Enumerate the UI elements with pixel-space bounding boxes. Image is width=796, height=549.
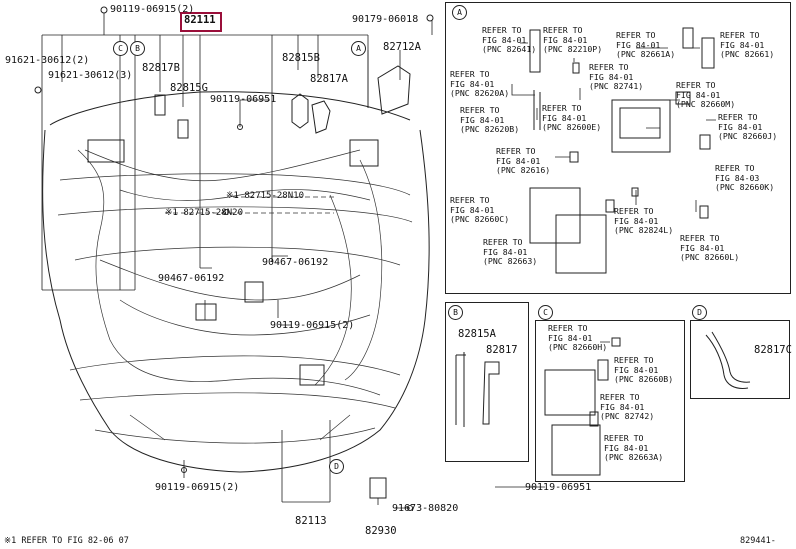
ref-82661[interactable]: REFER TO FIG 84-01 (PNC 82661): [720, 30, 775, 60]
ref-82660b[interactable]: REFER TO FIG 84-01 (PNC 82660B): [614, 355, 674, 385]
ref-82210p[interactable]: REFER TO FIG 84-01 (PNC 82210P): [543, 25, 603, 55]
ref-82641[interactable]: REFER TO FIG 84-01 (PNC 82641): [482, 25, 537, 55]
panel-b-id: B: [448, 305, 463, 320]
clip-left-2-label: 91621-30612(3): [48, 70, 133, 81]
ref-82600e[interactable]: REFER TO FIG 84-01 (PNC 82600E): [542, 103, 602, 133]
panel-b-frame: [445, 302, 529, 462]
panel-a-id: A: [452, 5, 467, 20]
part-82817c-label: 82817C: [754, 344, 792, 356]
panel-d-frame: [690, 320, 790, 399]
part-82817a-label: 82817A: [310, 73, 348, 85]
part-82817-label: 82817: [486, 344, 518, 356]
ref-82742[interactable]: REFER TO FIG 84-01 (PNC 82742): [600, 392, 655, 422]
panel-c-id: C: [538, 305, 553, 320]
part-82712a-label: 82712A: [383, 41, 421, 53]
note-1-label: ※1 82715-28N10: [226, 191, 304, 201]
ref-82660h[interactable]: REFER TO FIG 84-01 (PNC 82660H): [548, 323, 608, 353]
bolt-bottom-label: 90119-06915(2): [155, 482, 240, 493]
ref-82824l[interactable]: REFER TO FIG 84-01 (PNC 82824L): [614, 206, 674, 236]
note-2-label: ※1 82715-28N20: [165, 208, 243, 218]
panel-d-id: D: [692, 305, 707, 320]
ref-82741[interactable]: REFER TO FIG 84-01 (PNC 82741): [589, 62, 644, 92]
ref-82660k[interactable]: REFER TO FIG 84-03 (PNC 82660K): [715, 163, 775, 193]
panel-c-bolt-label: 90119-06951: [525, 482, 592, 493]
bolt-mid-label: 90119-06951: [210, 94, 277, 105]
callout-b[interactable]: B: [130, 41, 145, 56]
callout-d[interactable]: D: [329, 459, 344, 474]
ref-82660m[interactable]: REFER TO FIG 84-01 (PNC 82660M): [676, 80, 736, 110]
ref-82660l[interactable]: REFER TO FIG 84-01 (PNC 82660L): [680, 233, 740, 263]
panel-c-frame: [535, 320, 685, 482]
part-82817b-label: 82817B: [142, 62, 180, 74]
part-82815g-label: 82815G: [170, 82, 208, 94]
ref-82663a[interactable]: REFER TO FIG 84-01 (PNC 82663A): [604, 433, 664, 463]
part-82111-highlight[interactable]: [180, 12, 222, 32]
footnote-label: ※1 REFER TO FIG 82-06 07: [4, 536, 129, 546]
clamp-left-label: 90467-06192: [158, 273, 225, 284]
ref-82660c[interactable]: REFER TO FIG 84-01 (PNC 82660C): [450, 195, 510, 225]
part-82930-label: 82930: [365, 525, 397, 537]
part-82111-label[interactable]: 82111: [184, 14, 216, 26]
ref-82620b[interactable]: REFER TO FIG 84-01 (PNC 82620B): [460, 105, 520, 135]
part-82815b-label: 82815B: [282, 52, 320, 64]
part-82815a-label: 82815A: [458, 328, 496, 340]
ref-82663[interactable]: REFER TO FIG 84-01 (PNC 82663): [483, 237, 538, 267]
bolt-right-label: 90119-06915(2): [270, 320, 355, 331]
callout-a[interactable]: A: [351, 41, 366, 56]
part-82113-label: 82113: [295, 515, 327, 527]
clip-left-1-label: 91621-30612(2): [5, 55, 90, 66]
bolt-bottom-right-label: 91673-80820: [392, 503, 459, 514]
clamp-right-label: 90467-06192: [262, 257, 329, 268]
bolt-top-label: 90119-06915(2): [110, 4, 195, 15]
callout-c[interactable]: C: [113, 41, 128, 56]
ref-82620a[interactable]: REFER TO FIG 84-01 (PNC 82620A): [450, 69, 510, 99]
ref-82616[interactable]: REFER TO FIG 84-01 (PNC 82616): [496, 146, 551, 176]
ref-82661a[interactable]: REFER TO FIG 84-01 (PNC 82661A): [616, 30, 676, 60]
bolt-top-right-label: 90179-06018: [352, 14, 419, 25]
diagram-code: 829441-: [740, 536, 776, 546]
ref-82660j[interactable]: REFER TO FIG 84-01 (PNC 82660J): [718, 112, 778, 142]
panel-a-frame: [445, 2, 791, 294]
